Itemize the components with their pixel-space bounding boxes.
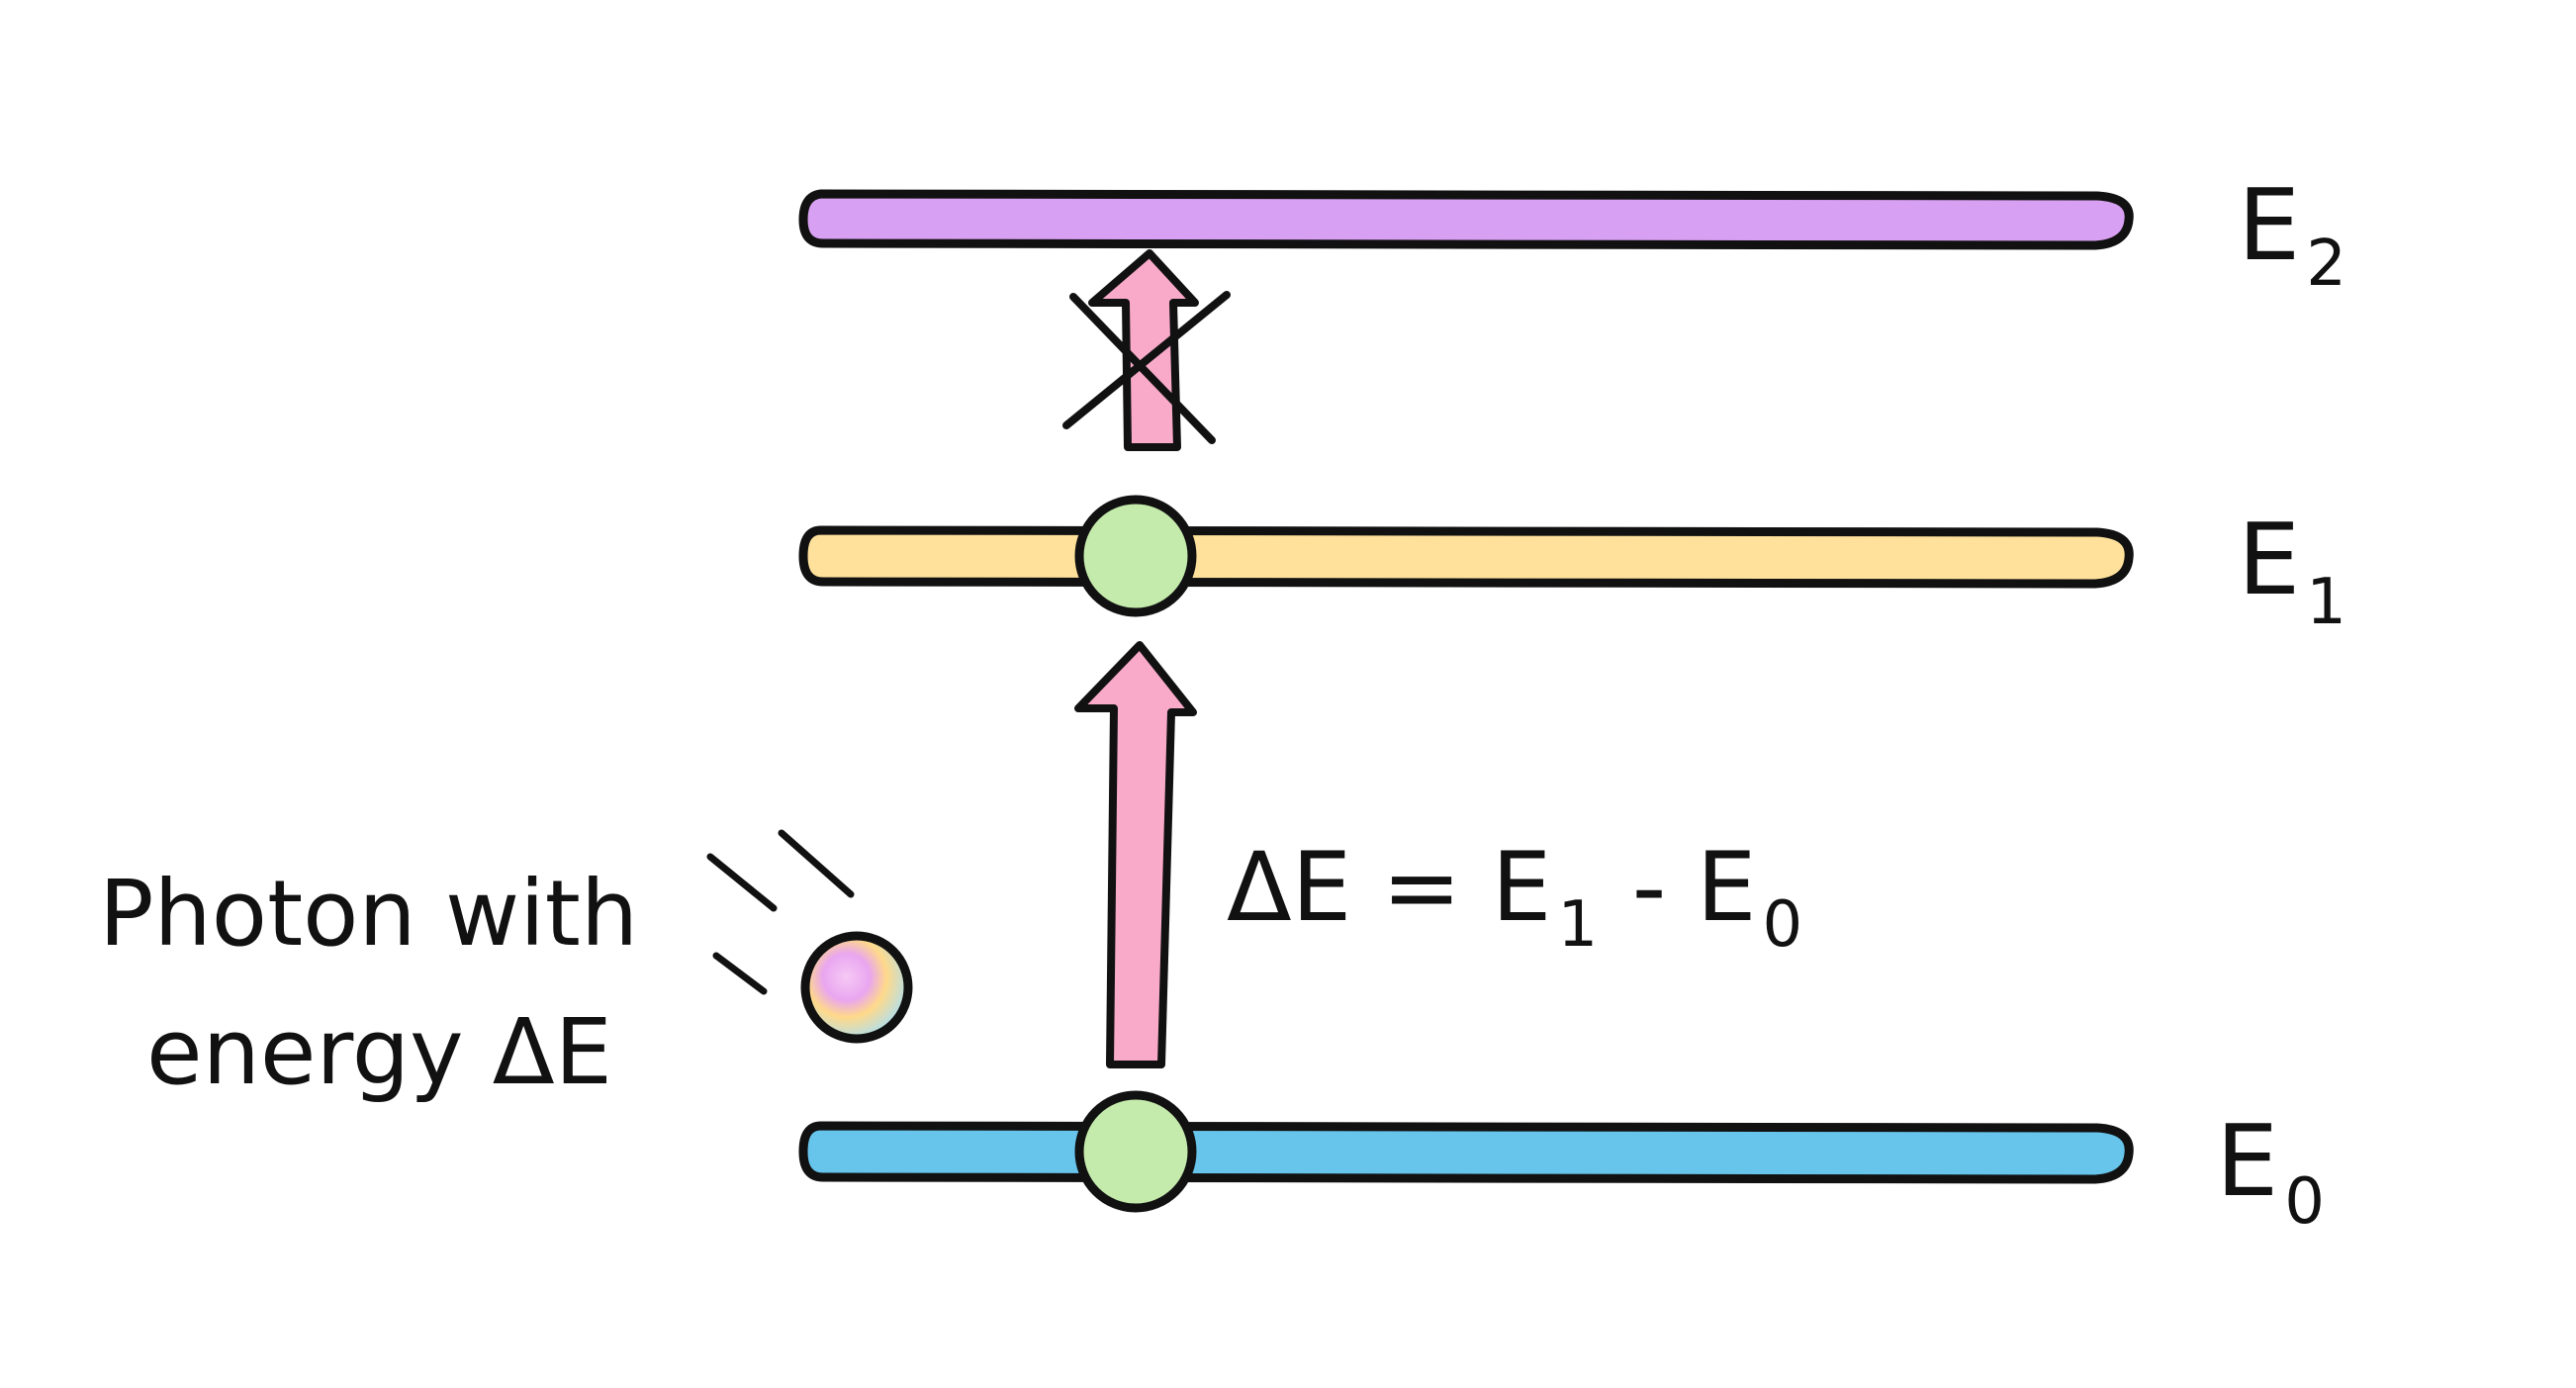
photon-label-line-1: Photon with — [99, 861, 638, 967]
cross-line-2 — [1062, 291, 1231, 429]
arrow-e0-to-e1 — [1074, 641, 1197, 1068]
absorption-arrow — [1074, 641, 1197, 1068]
cross-line-1 — [1069, 293, 1216, 444]
arrow-e1-to-e2 — [1088, 249, 1199, 451]
label-e0-subscript: 0 — [2284, 1165, 2325, 1239]
label-e2: E2 — [2238, 167, 2346, 301]
electron-e0 — [1074, 1090, 1197, 1213]
equation-sub-1: 1 — [1557, 888, 1598, 962]
level-bar-e1 — [798, 525, 2134, 589]
level-bar-e2 — [798, 189, 2134, 250]
equation-minus: - E — [1602, 832, 1756, 943]
motion-line-2 — [778, 829, 855, 898]
level-bar-e0 — [798, 1121, 2134, 1184]
energy-equation: ΔE = E1 - E0 — [1227, 832, 1802, 962]
energy-level-e0: E0 — [798, 1103, 2325, 1239]
photon — [706, 829, 913, 1044]
energy-level-e1: E1 — [798, 502, 2346, 639]
label-e1: E1 — [2238, 502, 2346, 639]
equation-sub-0: 0 — [1763, 888, 1803, 962]
energy-level-e2: E2 — [798, 167, 2346, 301]
forbidden-transition-arrow — [1062, 249, 1231, 451]
photon-ball — [800, 931, 913, 1044]
label-e2-subscript: 2 — [2306, 228, 2346, 301]
label-e0: E0 — [2216, 1103, 2325, 1239]
motion-line-3 — [712, 952, 768, 995]
motion-line-1 — [706, 853, 778, 912]
label-e1-subscript: 1 — [2306, 566, 2346, 639]
photon-label-line-2: energy ΔE — [146, 999, 612, 1105]
electron-e1 — [1074, 495, 1197, 617]
